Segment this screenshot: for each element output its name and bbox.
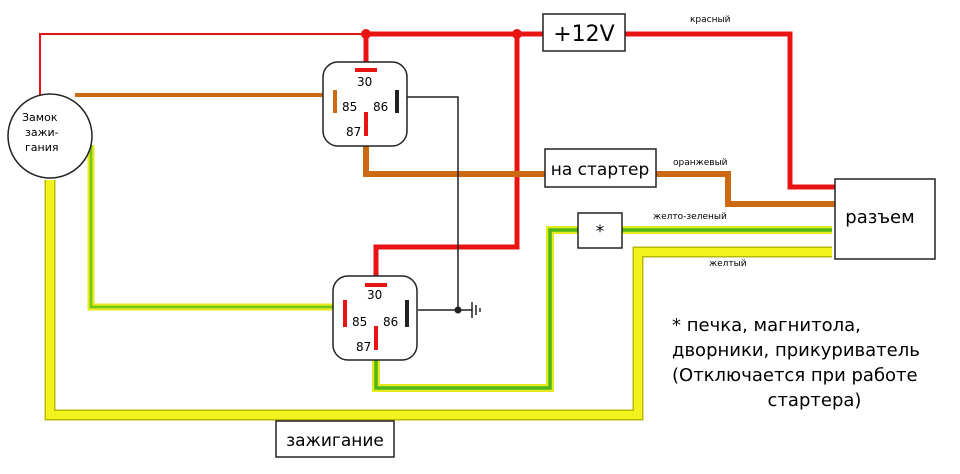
footnote: * печка, магнитола, дворники, прикуриват… [672, 313, 957, 413]
ignition-label: зажигание [286, 431, 384, 451]
relay-bottom-pin-86: 86 [383, 315, 398, 329]
connector-label: разъем [845, 207, 914, 228]
lock-label-line1: Замок [22, 111, 58, 124]
starter-box: на стартер [544, 148, 657, 188]
relay-top-pin-87: 87 [346, 125, 361, 139]
relay-bottom-pin-30: 30 [367, 288, 382, 302]
junction-dot [361, 29, 371, 39]
red-wire [39, 29, 835, 286]
footnote-line: стартера) [767, 390, 862, 411]
yellow-green-wire-relay2-87-to-load [372, 226, 578, 392]
relay-bottom: 30 85 86 87 [332, 275, 418, 361]
ground-icon [471, 302, 481, 318]
ground-wire [402, 96, 472, 314]
orange-wire [75, 93, 835, 207]
lock-label-line3: гания [25, 141, 58, 154]
ignition-box: зажигание [275, 420, 395, 458]
yellow-green-wire-lock-to-relay2 [87, 145, 333, 311]
relay-bottom-pin-85: 85 [352, 315, 367, 329]
load-box: * [577, 212, 623, 249]
plus12v-label: +12V [553, 22, 614, 47]
relay-top-pin-85: 85 [342, 100, 357, 114]
ignition-lock: Замок зажи- гания [7, 93, 93, 179]
load-star-label: * [596, 222, 605, 242]
wire-label-orange: оранжевый [673, 158, 728, 168]
connector-box: разъем [834, 178, 936, 260]
relay-top-pin-86: 86 [373, 100, 388, 114]
starter-label: на стартер [551, 160, 650, 180]
yellow-wire [44, 180, 832, 421]
relay-top-pin-30: 30 [357, 75, 372, 89]
relay-bottom-pin-87: 87 [356, 340, 371, 354]
footnote-line: (Отключается при работе [672, 365, 918, 386]
plus12v-box: +12V [542, 13, 626, 52]
footnote-line: дворники, прикуриватель [672, 340, 920, 361]
junction-dot [512, 29, 522, 39]
relay-top: 30 85 86 87 [322, 61, 408, 147]
wire-label-yellow: желтый [709, 259, 747, 269]
wire-label-yellow-green: желто-зеленый [653, 212, 727, 222]
footnote-line: * печка, магнитола, [672, 315, 861, 336]
lock-label-line2: зажи- [25, 126, 59, 139]
wire-label-red: красный [690, 15, 731, 25]
